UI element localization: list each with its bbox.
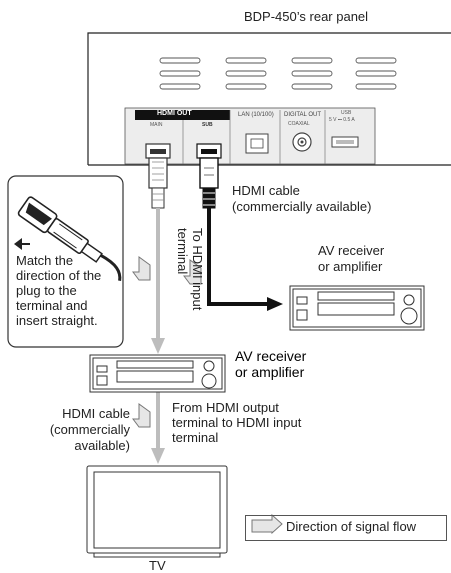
usb-label: USB	[341, 110, 352, 116]
legend	[245, 515, 447, 541]
main-cable-to-center-receiver	[151, 208, 165, 354]
legend-label: Direction of signal flow	[286, 519, 417, 534]
panel-title: BDP-450’s rear panel	[244, 9, 369, 24]
receiver-cable-to-tv	[151, 392, 165, 464]
usb-rating: 5 V ⎓ 0.5 A	[329, 117, 355, 123]
coaxial-label: COAXIAL	[288, 121, 310, 127]
av-receiver-center	[89, 354, 226, 393]
main-hdmi-plug	[145, 143, 171, 209]
hdmi-out-label: HDMI OUT	[157, 110, 192, 117]
sub-port-label: SUB	[202, 122, 213, 128]
lan-port-label: LAN (10/100)	[238, 112, 274, 118]
main-port-label: MAIN	[150, 122, 163, 128]
sub-cable-to-right-receiver	[207, 208, 283, 311]
av-receiver-right	[289, 285, 425, 331]
sub-hdmi-plug	[196, 143, 222, 209]
signal-flow-arrow	[132, 256, 151, 281]
tv-label: TV	[149, 558, 166, 573]
signal-flow-arrow	[132, 403, 151, 428]
digital-out-label: DIGITAL OUT	[284, 112, 322, 118]
signal-flow-arrows	[132, 256, 202, 428]
tv	[86, 465, 228, 558]
legend-arrow	[251, 513, 283, 535]
vent-slots	[159, 57, 397, 90]
plug-detail-inset	[7, 175, 124, 348]
signal-flow-arrow	[183, 259, 202, 285]
